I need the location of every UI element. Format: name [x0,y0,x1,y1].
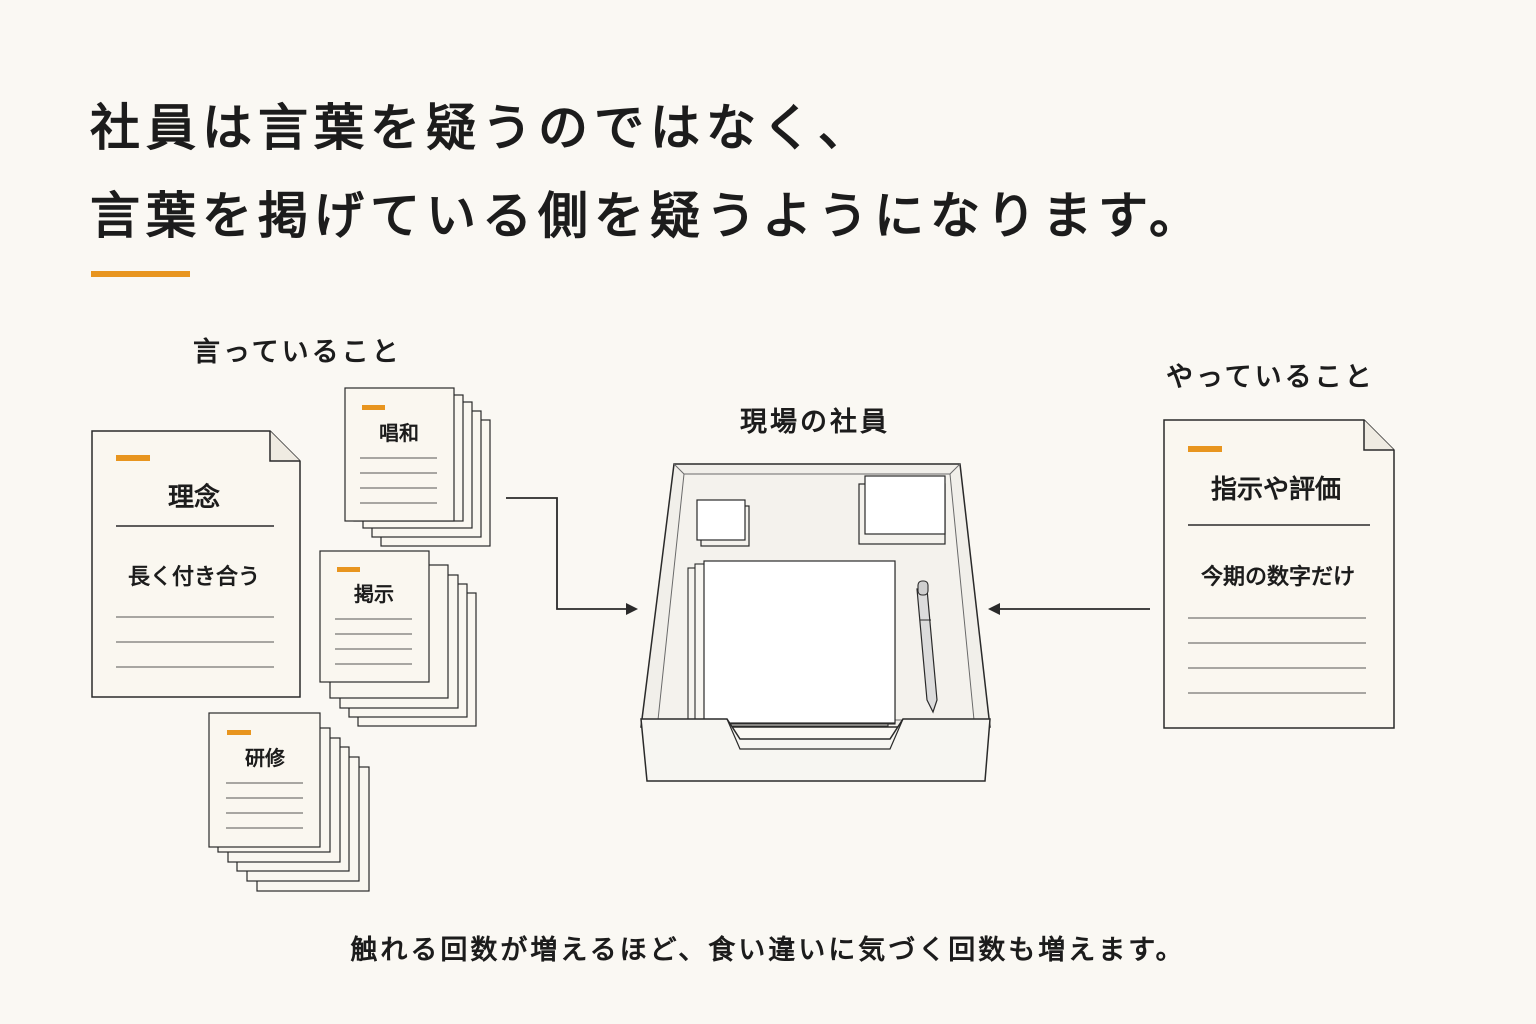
done-label: やっていること [1166,362,1375,393]
evaluation-title: 指示や評価 [1211,474,1341,505]
chant-title: 唱和 [379,421,419,445]
training-title: 研修 [245,746,286,770]
desk-tray [640,463,991,782]
employee-label: 現場の社員 [740,407,890,438]
philosophy-subtitle: 長く付き合う [128,564,260,590]
headline-line-1: 社員は言葉を疑うのではなく、 [90,99,874,157]
philosophy-document: 理念 長く付き合う [91,430,301,698]
chant-document-stack: 唱和 [344,387,491,547]
evaluation-document: 指示や評価 今期の数字だけ [1163,419,1395,729]
accent-rule [91,271,190,277]
paper-pad [703,560,896,724]
pen-icon [916,580,938,714]
philosophy-title: 理念 [168,482,220,513]
posting-document-stack: 掲示 [319,550,477,727]
headline-line-2: 言葉を掲げている側を疑うようになります。 [90,187,1205,245]
training-document-stack: 研修 [208,712,370,892]
left-arrow [506,497,638,615]
posting-title: 掲示 [354,582,394,606]
footer-caption: 触れる回数が増えるほど、食い違いに気づく回数も増えます。 [350,935,1186,966]
said-label: 言っていること [193,337,402,368]
doc-accent-tab [116,455,150,461]
headline: 社員は言葉を疑うのではなく、 言葉を掲げている側を疑うようになります。 [90,84,1205,260]
evaluation-subtitle: 今期の数字だけ [1201,564,1355,590]
